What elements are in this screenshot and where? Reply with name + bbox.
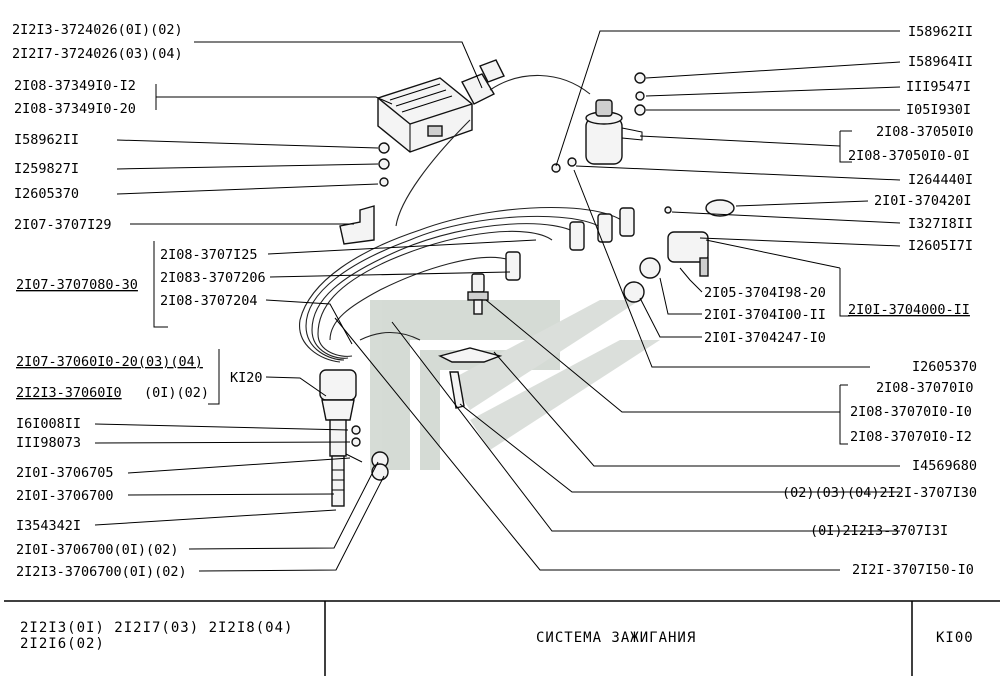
- callout-label: I58962II: [908, 24, 973, 40]
- callout-label: III98073: [16, 435, 81, 451]
- callout-label: (02)(03)(04)2I2I-3707I30: [782, 485, 977, 501]
- callout-label: I2605I7I: [908, 238, 973, 254]
- callout-label: 2I0I-370420I: [874, 193, 972, 209]
- callout-label: 2I05-3704I98-20: [704, 285, 826, 301]
- callout-label: KI20: [230, 370, 263, 386]
- callout-label: 2I083-3707206: [160, 270, 266, 286]
- watermark-logo: [370, 300, 660, 470]
- callout-label: 2I0I-3706700(0I)(02): [16, 542, 179, 558]
- callout-label: I58964II: [908, 54, 973, 70]
- models-line-2: 2I2I6(02): [20, 636, 105, 652]
- callout-label: 2I07-3707I29: [14, 217, 112, 233]
- callout-label: I264440I: [908, 172, 973, 188]
- callout-label: 2I07-3707080-30: [16, 277, 138, 293]
- callout-label: 2I2I-3707I50-I0: [852, 562, 974, 578]
- callout-label: I58962II: [14, 132, 79, 148]
- ignition-control-unit: [377, 77, 473, 153]
- page-code: KI00: [936, 630, 974, 646]
- callout-label: 2I0I-3706705: [16, 465, 114, 481]
- callout-label: 2I0I-3704I00-II: [704, 307, 826, 323]
- callout-label: 2I08-3707204: [160, 293, 258, 309]
- bolt: [449, 371, 465, 409]
- coil-nuts: [378, 72, 646, 187]
- callout-label: 2I08-37070I0-I2: [850, 429, 972, 445]
- callout-label: I4569680: [912, 458, 977, 474]
- callout-label: (0I)2I2I3-3707I3I: [810, 523, 948, 539]
- callout-label: I354342I: [16, 518, 81, 534]
- callout-label: 2I08-37050I0-0I: [848, 148, 970, 164]
- title-block: 2I2I3(0I) 2I2I7(03) 2I2I8(04) 2I2I6(02) …: [4, 600, 1000, 676]
- ht-wire-set: [299, 206, 635, 363]
- ground-strap: [438, 347, 503, 363]
- callout-label: 2I0I-3704000-II: [848, 302, 970, 318]
- lt-wire-2: [395, 119, 471, 227]
- callout-label: 2I2I3-37060I0: [16, 385, 122, 401]
- models-line-1: 2I2I3(0I) 2I2I7(03) 2I2I8(04): [20, 620, 293, 636]
- spark-plug: [467, 273, 489, 315]
- parts-drawing: [299, 59, 735, 507]
- ignition-switch: [623, 199, 735, 303]
- callouts-right: I58962II I58964II III9547I I05I930I 2I08…: [704, 24, 977, 578]
- callout-label: 2I08-37070I0: [876, 380, 974, 396]
- callout-label: I6I008II: [16, 416, 81, 432]
- callout-label: 2I2I3-3706700(0I)(02): [16, 564, 187, 580]
- callout-label: 2I08-3707I25: [160, 247, 258, 263]
- lt-wire: [489, 74, 591, 95]
- callout-label: 2I08-37349I0-20: [14, 101, 136, 117]
- sensor-wire: [359, 332, 421, 341]
- module-connector: [461, 59, 505, 105]
- callout-label: 2I08-37349I0-I2: [14, 78, 136, 94]
- callout-label: 2I08-37050I0: [876, 124, 974, 140]
- distributor: [319, 369, 357, 507]
- callout-label: 2I0I-3706700: [16, 488, 114, 504]
- callout-label: 2I08-37070I0-I0: [850, 404, 972, 420]
- callout-label: I2605370: [14, 186, 79, 202]
- page-title: СИСТЕМА ЗАЖИГАНИЯ: [536, 630, 696, 646]
- callout-label: I2605370: [912, 359, 977, 375]
- callout-label: I327I8II: [908, 216, 973, 232]
- callout-label: 2I07-37060I0-20(03)(04): [16, 354, 203, 370]
- callout-label: 2I2I3-3724026(0I)(02): [12, 22, 183, 38]
- callout-label: III9547I: [906, 79, 971, 95]
- mounting-bracket: [339, 205, 375, 245]
- leader-lines: [94, 30, 901, 572]
- callout-label: (0I)(02): [144, 385, 209, 401]
- callout-label: I259827I: [14, 161, 79, 177]
- callout-label: 2I0I-3704247-I0: [704, 330, 826, 346]
- callout-label: 2I2I7-3724026(03)(04): [12, 46, 183, 62]
- ignition-coil: [585, 99, 643, 165]
- callout-label: I05I930I: [906, 102, 971, 118]
- callouts-left: 2I2I3-3724026(0I)(02) 2I2I7-3724026(03)(…: [12, 22, 266, 580]
